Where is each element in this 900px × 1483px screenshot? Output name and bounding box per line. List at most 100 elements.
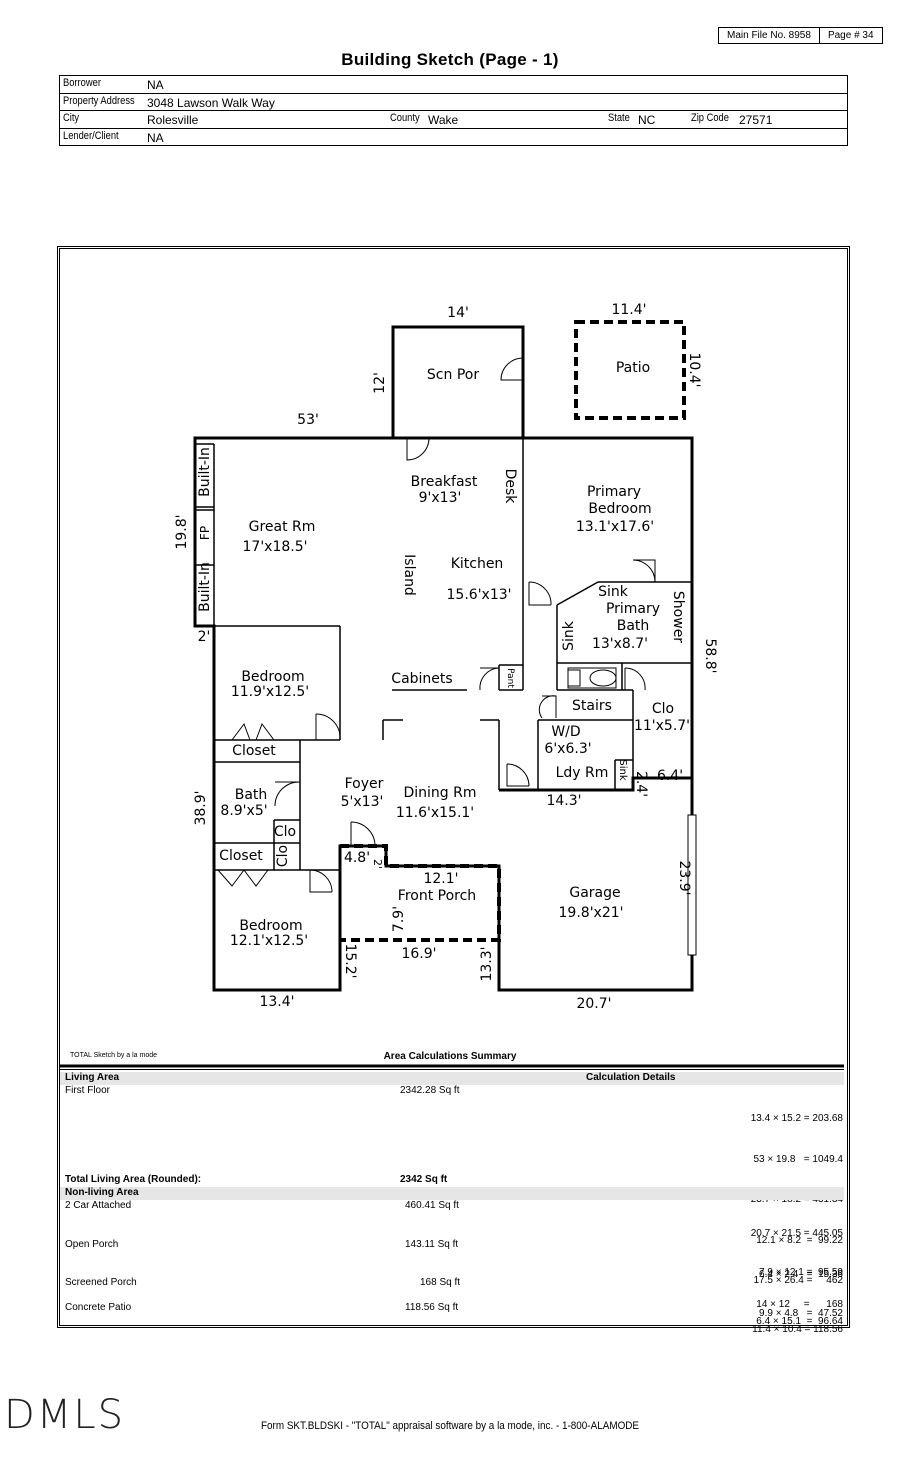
label-pant: Pant <box>505 668 515 688</box>
non-living-bar: Non-living Area <box>60 1187 844 1200</box>
dim-patio-height: 10.4' <box>686 352 702 387</box>
dmls-logo: DMLS <box>4 1392 125 1438</box>
room-great-rm-size: 17'x18.5' <box>243 539 308 555</box>
room-closet-2: Closet <box>219 848 263 864</box>
dim-right: 58.8' <box>702 638 718 673</box>
city-label: City <box>63 112 80 124</box>
dim-porch-right: 13.3' <box>479 946 495 981</box>
dim-scn-width: 14' <box>447 305 469 321</box>
porch-sqft: 143.11 Sq ft <box>405 1239 459 1250</box>
dim-garage-step-h: 2.4' <box>633 771 649 797</box>
label-built-in-top: Built-In <box>197 447 213 497</box>
room-bedroom-2: Bedroom <box>239 918 302 934</box>
room-primary-bath-2: Bath <box>617 618 650 634</box>
address-value: 3048 Lawson Walk Way <box>147 95 275 110</box>
calc-line: 17.5 × 26.4 = 462 <box>753 1275 843 1286</box>
footer-text: Form SKT.BLDSKI - "TOTAL" appraisal soft… <box>260 1420 640 1432</box>
label-fp: FP <box>198 526 212 540</box>
room-front-porch: Front Porch <box>398 888 476 904</box>
calc-line: 20.7 × 21.5 = 445.05 <box>750 1228 843 1239</box>
dim-patio-width: 11.4' <box>611 302 646 318</box>
room-primary-bath-size: 13'x8.7' <box>592 636 648 652</box>
calc-details-label: Calculation Details <box>586 1072 676 1083</box>
room-desk: Desk <box>502 469 518 505</box>
label-cabinets: Cabinets <box>391 671 452 687</box>
room-bedroom-2-size: 12.1'x12.5' <box>230 933 308 949</box>
room-foyer: Foyer <box>345 776 384 792</box>
dim-left-bottom: 38.9' <box>193 790 209 825</box>
label-island: Island <box>401 554 417 596</box>
sketch-by-label: TOTAL Sketch by a la mode <box>70 1052 158 1059</box>
room-dining-size: 11.6'x15.1' <box>396 805 474 821</box>
zip-value: 27571 <box>739 113 773 127</box>
borrower-value: NA <box>147 78 164 92</box>
room-primary-bedroom-2: Bedroom <box>588 501 651 517</box>
calc-line: 11.4 × 10.4 = 118.56 <box>752 1324 843 1335</box>
lender-value: NA <box>147 130 164 145</box>
borrower-row: Borrower NA <box>60 76 847 94</box>
room-primary-bedroom: Primary <box>587 484 641 500</box>
room-patio: Patio <box>616 360 650 376</box>
dim-garage-height: 23.9' <box>676 860 692 895</box>
first-floor-label: First Floor <box>65 1085 110 1096</box>
dim-bottom-left: 13.4' <box>259 994 294 1010</box>
dim-porch-step: 4.8' <box>344 850 370 866</box>
calc-line: 53 × 19.8 = 1049.4 <box>753 1153 843 1165</box>
state-label: State <box>608 112 630 124</box>
living-area-bar: Living Area Calculation Details <box>60 1072 844 1085</box>
calc-line: 7.9 × 12.1 = 95.59 <box>759 1267 843 1278</box>
total-living-value: 2342 Sq ft <box>400 1174 448 1185</box>
room-ldy-rm: Ldy Rm <box>556 765 609 781</box>
room-bedroom-1: Bedroom <box>241 669 304 685</box>
room-breakfast-size: 9'x13' <box>419 490 462 506</box>
dim-porch-height: 7.9' <box>391 906 407 932</box>
dim-porch-bottom: 16.9' <box>401 946 436 962</box>
county-value: Wake <box>428 113 459 127</box>
patio-sqft: 118.56 Sq ft <box>405 1302 459 1313</box>
area-calc-title: Area Calculations Summary <box>383 1051 517 1062</box>
dim-porch-step2: 2' <box>371 859 384 869</box>
patio-calc: 11.4 × 10.4 = 118.56 <box>752 1302 843 1346</box>
calc-line: 13.4 × 15.2 = 203.68 <box>750 1113 843 1124</box>
non-living-label: Non-living Area <box>65 1187 139 1198</box>
label-built-in-bottom: Built-In <box>197 562 213 612</box>
room-primary-bath: Primary <box>606 601 660 617</box>
calc-line: 9.9 × 4.8 = 47.52 <box>759 1307 843 1319</box>
calc-line: 6.4 × 15.1 = 96.64 <box>756 1315 843 1327</box>
room-wd-size: 6'x6.3' <box>544 741 591 757</box>
room-clo-size: 11'x5.7' <box>634 718 690 734</box>
room-primary-bedroom-size: 13.1'x17.6' <box>576 519 654 535</box>
sketch-frame <box>57 246 850 1328</box>
patio-outline <box>574 320 686 420</box>
garage-label: 2 Car Attached <box>65 1200 132 1211</box>
screened-calc: 14 × 12 = 168 <box>756 1277 843 1321</box>
address-row: Property Address 3048 Lawson Walk Way <box>60 94 847 111</box>
first-floor-sqft: 2342.28 Sq ft <box>400 1085 460 1096</box>
city-value: Rolesville <box>147 113 199 127</box>
room-clo-vertical: Clo <box>275 845 291 867</box>
room-kitchen: Kitchen <box>451 556 504 572</box>
room-foyer-size: 5'x13' <box>341 794 384 810</box>
room-bedroom-1-size: 11.9'x12.5' <box>231 684 309 700</box>
state-value: NC <box>638 113 656 127</box>
label-sink-bath: Sink <box>598 584 629 600</box>
dim-top: 53' <box>297 412 319 428</box>
porch-label: Open Porch <box>65 1239 119 1250</box>
lender-label: Lender/Client <box>63 129 119 142</box>
dim-porch-left: 15.2' <box>342 943 358 978</box>
room-breakfast: Breakfast <box>411 474 478 490</box>
page-title: Building Sketch (Page - 1) <box>341 50 559 69</box>
address-label: Property Address <box>63 94 135 107</box>
room-garage: Garage <box>569 885 620 901</box>
dim-garage-step-w: 6.4' <box>657 768 683 784</box>
dim-porch-top: 12.1' <box>423 871 458 887</box>
room-great-rm: Great Rm <box>249 519 316 535</box>
room-clo-small: Clo <box>274 824 296 840</box>
page-number: Page # 34 <box>818 28 882 43</box>
room-dining-rm: Dining Rm <box>403 785 476 801</box>
county-label: County <box>390 112 420 124</box>
calc-line: 6.4 × 2.4 = 15.36 <box>759 1268 843 1280</box>
garage-sqft: 460.41 Sq ft <box>405 1200 459 1211</box>
screened-label: Screened Porch <box>65 1277 137 1288</box>
